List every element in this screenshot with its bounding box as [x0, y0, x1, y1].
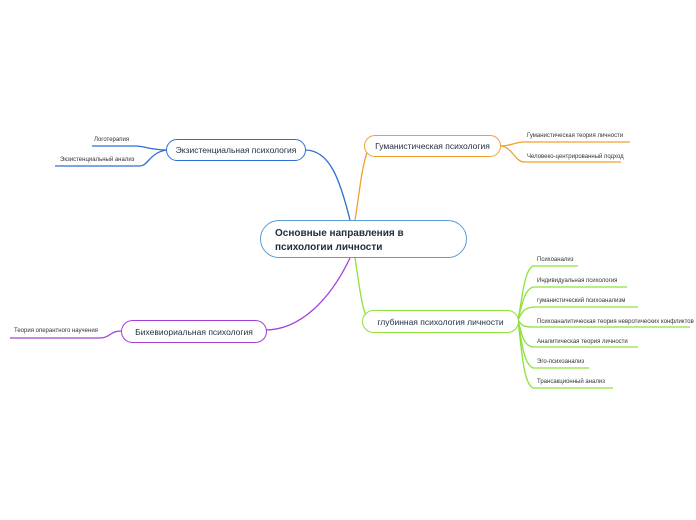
connector-depth-leaf-7: [517, 319, 613, 389]
leaf-existential-analysis[interactable]: Экзистенциальный анализ: [60, 156, 134, 164]
connector-depth: [354, 257, 369, 321]
central-topic[interactable]: Основные направления в психологии личнос…: [260, 220, 467, 258]
connector-existential-leaf-2: [55, 149, 168, 167]
branch-depth[interactable]: глубинная психология личности: [362, 310, 519, 333]
branch-humanistic-label: Гуманистическая психология: [375, 141, 490, 151]
leaf-transactional-analysis[interactable]: Трансакционный анализ: [537, 378, 605, 386]
connector-depth-leaf-3: [517, 306, 638, 321]
leaf-humanistic-psychoanalysis[interactable]: гуманистический психоанализм: [537, 297, 625, 305]
leaf-neurotic-conflicts-theory[interactable]: Психоаналитическая теория невротических …: [537, 318, 694, 326]
leaf-label: Человеко-центрированный подход: [527, 154, 624, 160]
connector-existential-leaf-1: [92, 145, 168, 151]
leaf-label: Гуманистическая теория личности: [527, 133, 624, 139]
connector-depth-leaf-4: [517, 319, 690, 328]
connector-humanistic-leaf-2: [499, 145, 621, 163]
connector-depth-leaf-2: [517, 286, 627, 321]
connector-behavioral: [264, 257, 351, 331]
leaf-humanistic-theory[interactable]: Гуманистическая теория личности: [527, 132, 623, 140]
leaf-label: Трансакционный анализ: [537, 379, 605, 385]
leaf-label: Индивидуальная психология: [537, 278, 618, 284]
branch-behavioral[interactable]: Бихевиориальная психология: [121, 320, 267, 343]
leaf-label: Психоаналитическая теория невротических …: [537, 319, 694, 325]
leaf-person-centered[interactable]: Человеко-центрированный подход: [527, 153, 624, 161]
leaf-label: Аналитическая теория личности: [537, 339, 628, 345]
branch-behavioral-label: Бихевиориальная психология: [135, 326, 253, 337]
leaf-operant-learning[interactable]: Теория оперантного научения: [14, 327, 98, 335]
leaf-label: Эго-психоанализ: [537, 359, 585, 365]
leaf-label: гуманистический психоанализм: [537, 298, 626, 304]
branch-humanistic[interactable]: Гуманистическая психология: [364, 135, 501, 157]
leaf-label: Теория оперантного научения: [14, 328, 98, 334]
leaf-logotherapy[interactable]: Логотерапия: [94, 136, 129, 144]
connector-humanistic-leaf-1: [499, 141, 630, 147]
connector-existential: [304, 149, 351, 221]
branch-depth-label: глубинная психология личности: [377, 316, 504, 327]
leaf-label: Логотерапия: [94, 137, 130, 143]
branch-existential-label: Экзистенциальная психология: [175, 145, 297, 155]
leaf-analytical-theory[interactable]: Аналитическая теория личности: [537, 338, 628, 346]
leaf-label: Экзистенциальный анализ: [60, 157, 135, 163]
branch-existential[interactable]: Экзистенциальная психология: [166, 139, 306, 161]
leaf-ego-psychoanalysis[interactable]: Эго-психоанализ: [537, 358, 584, 366]
leaf-individual-psychology[interactable]: Индивидуальная психология: [537, 277, 617, 285]
central-topic-label: Основные направления в психологии личнос…: [275, 228, 404, 253]
connector-humanistic: [354, 145, 371, 221]
connector-behavioral-leaf-1: [10, 330, 122, 339]
leaf-label: Психоанализ: [537, 257, 574, 263]
leaf-psychoanalysis[interactable]: Психоанализ: [537, 256, 574, 264]
